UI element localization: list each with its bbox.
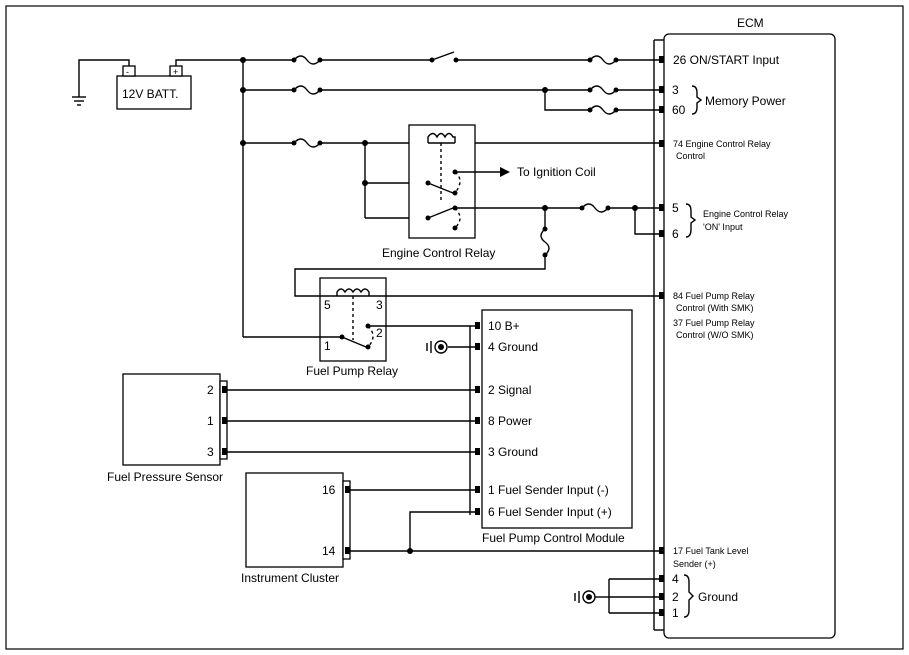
- relay-coil-icon: [336, 288, 370, 296]
- fuse-icon: [293, 85, 321, 95]
- ecm-fuel-pump-relay-wo-smk-1: 37 Fuel Pump Relay: [673, 318, 755, 328]
- battery-label: 12V BATT.: [122, 87, 178, 101]
- instrument-cluster: 16 14 Instrument Cluster: [241, 472, 659, 585]
- ecm-memory-pin-60: 60: [672, 103, 686, 117]
- ecm-engine-control-relay-control-2: Control: [676, 151, 705, 161]
- fuel-pressure-sensor-caption: Fuel Pressure Sensor: [107, 470, 223, 484]
- ecm-ground-pin-4: 4: [672, 572, 679, 586]
- engine-control-relay-caption: Engine Control Relay: [382, 246, 495, 260]
- ecm-title: ECM: [737, 16, 764, 30]
- fuse-icon: [589, 85, 617, 95]
- ecm-on-pin-6: 6: [672, 227, 679, 241]
- ecm-on-input-2: 'ON' Input: [703, 222, 743, 232]
- fuse-icon: [589, 105, 617, 115]
- ecm-on-pin-5: 5: [672, 201, 679, 215]
- fuse-icon: [293, 55, 321, 65]
- ecm-ground-pin-2: 2: [672, 590, 679, 604]
- ground-brace: [683, 574, 694, 618]
- ecm-fuel-pump-relay-wo-smk-2: Control (W/O SMK): [676, 330, 754, 340]
- fpcm-sender-positive: 6 Fuel Sender Input (+): [488, 505, 612, 519]
- fpr-pin-5: 5: [324, 298, 331, 312]
- ground-symbol-icon: [574, 590, 596, 604]
- fpr-pin-2: 2: [376, 326, 383, 340]
- ecm-ground: Ground: [698, 590, 738, 604]
- ic-pin-14: 14: [322, 544, 336, 558]
- ignition-switch-icon: [431, 51, 455, 61]
- arrow-right-icon: [500, 167, 510, 177]
- instrument-cluster-caption: Instrument Cluster: [241, 571, 339, 585]
- to-ignition-coil: To Ignition Coil: [517, 165, 596, 179]
- fpcm-power: 8 Power: [488, 414, 532, 428]
- fpr-pin-3: 3: [376, 298, 383, 312]
- fuse-icon: [581, 203, 609, 213]
- battery: - + 12V BATT.: [72, 59, 243, 110]
- engine-control-relay: To Ignition Coil Engine Control Relay: [382, 124, 596, 260]
- ecm-ground-pin-1: 1: [672, 606, 679, 620]
- ecm-fuel-tank-level-1: 17 Fuel Tank Level: [673, 546, 748, 556]
- battery-negative: -: [126, 67, 129, 77]
- fps-pin-1: 1: [207, 414, 214, 428]
- fpcm-ground-3: 3 Ground: [488, 445, 538, 459]
- fpr-pin-1: 1: [324, 339, 331, 353]
- memory-brace: [691, 85, 703, 115]
- on-input-brace: [685, 203, 697, 238]
- ecm-memory-pin-3: 3: [672, 83, 679, 97]
- on-input-wiring: [294, 203, 659, 297]
- ecm-on-input-1: Engine Control Relay: [703, 209, 789, 219]
- fpcm-sender-negative: 1 Fuel Sender Input (-): [488, 483, 609, 497]
- fps-pin-3: 3: [207, 445, 214, 459]
- ecm-fuel-tank-level-2: Sender (+): [673, 559, 716, 569]
- ecm-ground-wiring: [574, 578, 659, 614]
- diagram-frame: [5, 5, 904, 650]
- fpcm-b-plus: 10 B+: [488, 319, 520, 333]
- ecm-module: ECM 26 ON/START Input 3 60 Memory Power …: [653, 16, 836, 639]
- ecm-fuel-pump-relay-smk-1: 84 Fuel Pump Relay: [673, 291, 755, 301]
- fpcm-ground-4: 4 Ground: [488, 340, 538, 354]
- ecm-engine-control-relay-control-1: 74 Engine Control Relay: [673, 139, 771, 149]
- ecm-on-start-input: 26 ON/START Input: [673, 53, 780, 67]
- battery-positive: +: [173, 67, 178, 77]
- ecm-memory-power: Memory Power: [705, 94, 786, 108]
- ground-symbol-icon: [426, 340, 448, 354]
- fuse-icon: [589, 55, 617, 65]
- ic-pin-16: 16: [322, 483, 336, 497]
- fpcm-signal: 2 Signal: [488, 383, 531, 397]
- relay-coil-icon: [427, 132, 456, 143]
- fuel-pump-relay-caption: Fuel Pump Relay: [306, 364, 398, 378]
- fuel-pump-control-module: 10 B+ 4 Ground 2 Signal 8 Power 3 Ground…: [426, 309, 633, 545]
- chassis-ground-icon: [72, 96, 86, 106]
- fps-pin-2: 2: [207, 383, 214, 397]
- fuel-pressure-sensor: 2 1 3 Fuel Pressure Sensor: [107, 373, 475, 484]
- fuse-icon: [540, 228, 550, 256]
- ecm-fuel-pump-relay-smk-2: Control (With SMK): [676, 303, 754, 313]
- fuse-icon: [293, 138, 321, 148]
- fpcm-caption: Fuel Pump Control Module: [482, 531, 625, 545]
